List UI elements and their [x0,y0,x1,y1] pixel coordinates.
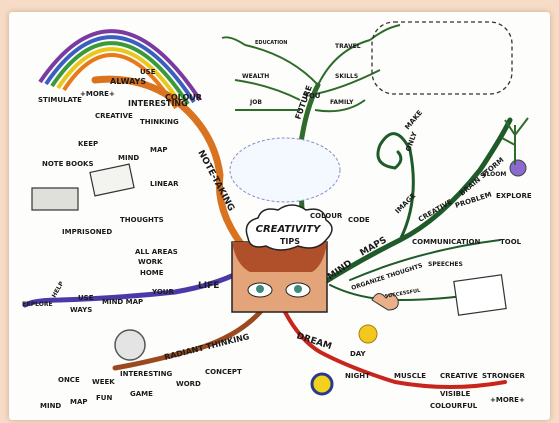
future-sub-1: TRAVEL [335,43,361,50]
radiant-item-5: WORD [176,380,201,388]
mind-item-2: SUCCESSFUL [384,288,421,300]
rainbow-icon [38,29,202,110]
note-item-10: NOTE BOOKS [42,160,94,168]
life-item-2: HOME [140,269,164,277]
book-stack-icon [31,187,79,211]
center-cloud [245,204,333,251]
note-item-2: COLOUR [165,93,202,102]
future-sub-0: EDUCATION [255,40,287,46]
mind-item-10: CREATIVE [417,198,454,224]
center-subtitle: TIPS [280,237,300,246]
mind-item-1: SPEECHES [428,261,463,268]
picture-icon [453,274,507,316]
face-icon [231,241,328,313]
life-label: LIFE [198,281,219,291]
life-item-4: EXPLORE [22,301,53,308]
note-item-7: THINKING [140,118,179,126]
flower-icon [509,159,527,177]
life-item-0: ALL AREAS [135,248,178,256]
note-item-11: MIND [118,154,139,162]
sun-icon [358,324,378,344]
dream-item-4: STRONGER [482,372,526,380]
mind-item-8: ONLY [404,130,419,153]
radiant-item-4: GAME [130,390,153,398]
life-item-6: WAYS [70,306,92,314]
mini-mindmap-icon [229,137,341,203]
radiant-item-8: FUN [96,394,112,402]
future-sub-6: YOU [303,92,321,100]
future-sub-5: FAMILY [330,99,354,106]
branch-radiant [112,307,265,371]
mind-item-12: BLOOM [482,171,506,178]
note-item-4: INTERESTING [128,99,188,108]
dream-item-5: VISIBLE [440,390,470,398]
dream-item-2: MUSCLE [394,372,426,380]
mind-map-paper: CREATIVITY TIPS FUTURE EDUCATION TRAVEL … [9,12,550,420]
mind-item-9: MAKE [403,109,424,132]
radiant-item-0: ONCE [58,376,80,384]
radiant-label: RADIANT THINKING [163,332,250,362]
mind-item-4: TOOL [500,238,522,246]
village-scene-icon [371,21,513,95]
branch-note-taking [91,75,254,259]
future-sub-4: JOB [249,99,262,106]
dream-item-6: COLOURFUL [430,402,478,410]
radiant-item-1: WEEK [92,378,115,386]
mind-maps-label: MIND [326,259,354,283]
mind-item-3: COMMUNICATION [412,238,481,246]
note-item-12: LINEAR [150,180,179,188]
note-item-13: IMPRISONED [62,228,112,236]
dream-item-1: NIGHT [345,372,370,380]
note-item-14: THOUGHTS [120,216,164,224]
radiant-item-2: INTERESTING [120,370,172,378]
life-item-7: MIND MAP [102,298,143,306]
note-item-5: STIMULATE [38,96,82,104]
dream-item-7: +MORE+ [490,396,525,404]
note-item-0: USE [140,68,156,76]
tree-icon [501,117,529,165]
future-sub-3: SKILLS [335,73,358,80]
dream-item-3: CREATIVE [440,372,478,380]
note-item-6: CREATIVE [95,112,133,120]
mind-item-6: CODE [348,216,370,224]
moon-icon [310,372,334,396]
mind-map-drawing: CREATIVITY TIPS FUTURE EDUCATION TRAVEL … [22,21,532,410]
note-item-3: +MORE+ [80,90,115,98]
mind-item-5: COLOUR [310,212,343,220]
branch-mind-maps [317,117,513,288]
dream-item-0: DAY [350,350,367,358]
future-sub-2: WEALTH [242,73,269,80]
radiant-item-7: MAP [70,398,88,406]
branch-life [22,269,243,308]
radiant-item-6: MIND [40,402,61,410]
mind-item-7: IMAGE [394,192,418,216]
note-item-8: KEEP [78,140,98,148]
branch-dream [283,310,507,389]
life-item-5: USE [78,294,94,302]
mind-item-14: EXPLORE [496,192,532,200]
note-item-9: MAP [150,146,168,154]
life-item-8: YOUR [151,288,174,296]
notebooks-icon [89,163,135,197]
radiant-item-3: CONCEPT [205,368,242,376]
center-title: CREATIVITY [256,224,322,235]
note-item-1: ALWAYS [110,77,146,86]
life-item-3: HELP [51,280,66,299]
hand-icon [371,293,399,311]
brain-icon [114,329,146,361]
life-item-1: WORK [138,258,163,266]
